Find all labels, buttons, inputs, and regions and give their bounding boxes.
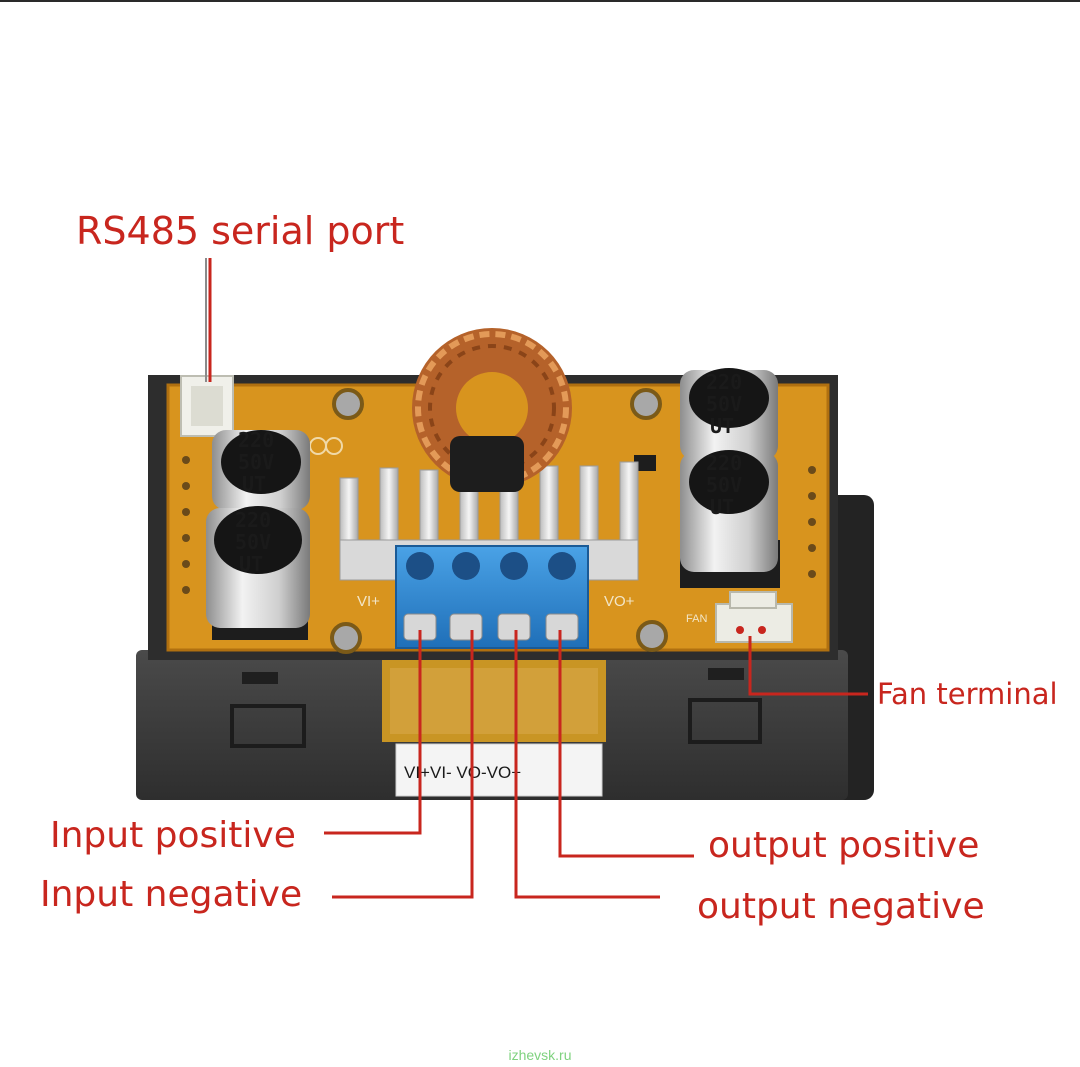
toroid-inductor: [412, 328, 572, 492]
fan-connector: [715, 591, 793, 643]
svg-text:50V: 50V: [235, 530, 271, 554]
svg-text:UT: UT: [710, 495, 734, 519]
rs485-label: RS485 serial port: [76, 209, 405, 253]
vi-plus-label: VI+: [357, 593, 380, 610]
svg-text:220: 220: [706, 370, 742, 394]
in-neg-leader: [332, 630, 474, 899]
svg-text:220: 220: [235, 508, 271, 532]
fan-pcb-label: FAN: [686, 613, 707, 625]
fan-terminal-label: Fan terminal: [877, 677, 1058, 711]
out-pos-leader: [558, 630, 694, 858]
fan-leader: [748, 636, 868, 696]
input-positive-label: Input positive: [50, 815, 296, 856]
svg-text:220: 220: [238, 428, 274, 452]
terminal-block: [395, 545, 589, 649]
out-neg-leader: [514, 630, 660, 899]
leader-lines: [208, 258, 868, 899]
polarity-sticker: VI+VI- VO-VO+: [395, 743, 603, 797]
svg-text:UT: UT: [242, 472, 266, 496]
svg-text:50V: 50V: [706, 473, 742, 497]
capacitor-left-top: 220 50V UT: [212, 428, 310, 510]
svg-text:UT: UT: [710, 414, 734, 438]
vo-plus-label: VO+: [604, 593, 635, 610]
svg-text:220: 220: [706, 451, 742, 475]
input-negative-label: Input negative: [40, 874, 303, 915]
rs485-connector: [180, 375, 234, 437]
top-border: [0, 0, 1080, 2]
svg-text:UT: UT: [239, 552, 263, 576]
output-negative-label: output negative: [697, 886, 985, 927]
svg-text:50V: 50V: [706, 392, 742, 416]
capacitor-right-top: 220 50V UT: [680, 368, 778, 460]
svg-text:50V: 50V: [238, 450, 274, 474]
sticker-label: VI+VI- VO-VO+: [404, 763, 521, 782]
output-positive-label: output positive: [708, 825, 980, 866]
in-pos-leader: [324, 630, 422, 835]
capacitor-left-bottom: 220 50V UT: [206, 506, 310, 628]
watermark: izhevsk.ru: [508, 1047, 572, 1063]
capacitor-right-bottom: 220 50V UT: [680, 450, 778, 572]
